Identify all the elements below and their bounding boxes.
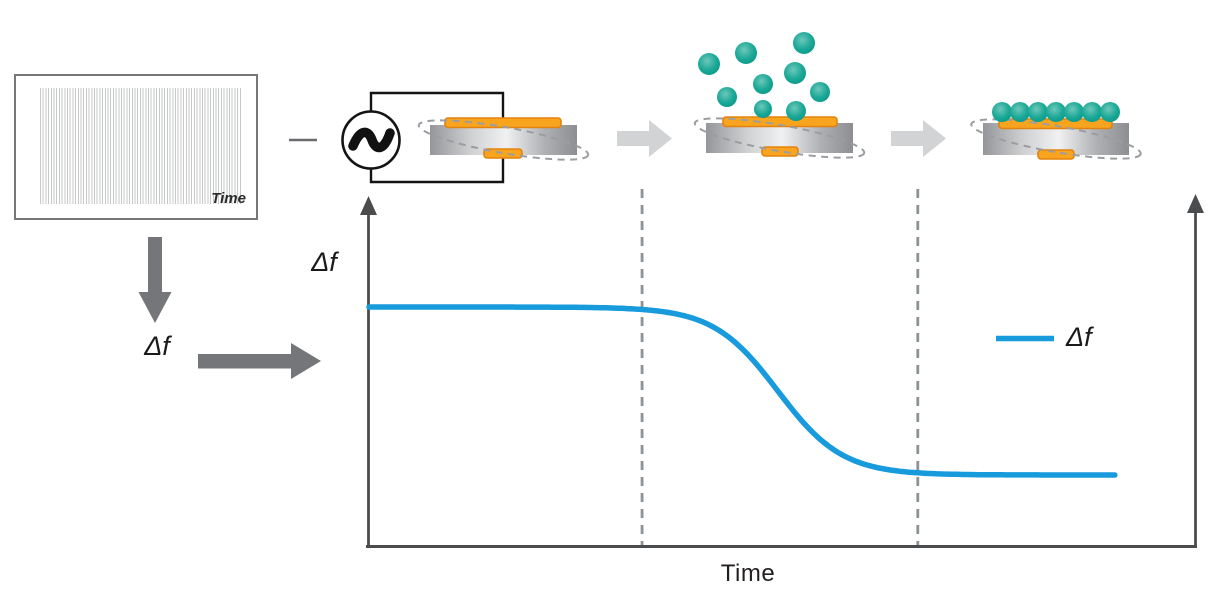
delta-f-curve: [366, 304, 1118, 478]
legend-label: Δf: [1066, 322, 1092, 352]
quartz-crystal-adsorption: [693, 116, 866, 159]
bottom-electrode: [1037, 149, 1075, 160]
chart-y-axis: [360, 196, 377, 547]
crystal-outline-dashed: [693, 117, 866, 159]
chart-y-axis-label: Δf: [311, 247, 337, 277]
quartz-crystal-driven: [417, 117, 590, 161]
oscillation-waveform-panel: [14, 74, 258, 220]
crystal-outline-dashed: [417, 119, 590, 161]
flow-arrow-right-icon: [198, 343, 321, 379]
crystal-outline-dashed: [970, 118, 1142, 160]
step-arrow-1-icon: [617, 120, 672, 157]
bottom-electrode: [483, 148, 523, 159]
flow-arrow-down-icon: [138, 237, 172, 323]
event-guide-lines: [640, 189, 920, 545]
waveform-trace: [40, 88, 242, 204]
quartz-crystal-loaded: [970, 118, 1142, 160]
ac-source-icon: [341, 110, 401, 170]
flow-delta-f-label: Δf: [144, 331, 170, 361]
top-electrode: [722, 116, 838, 128]
step-arrow-2-icon: [891, 120, 946, 157]
waveform-time-label: Time: [211, 190, 246, 207]
chart-right-axis: [1187, 194, 1204, 547]
chart-x-axis-label: Time: [720, 560, 776, 587]
analyte-particles-adsorbed: [992, 102, 1120, 122]
bottom-electrode: [761, 146, 799, 157]
analyte-particles-falling: [698, 32, 830, 121]
